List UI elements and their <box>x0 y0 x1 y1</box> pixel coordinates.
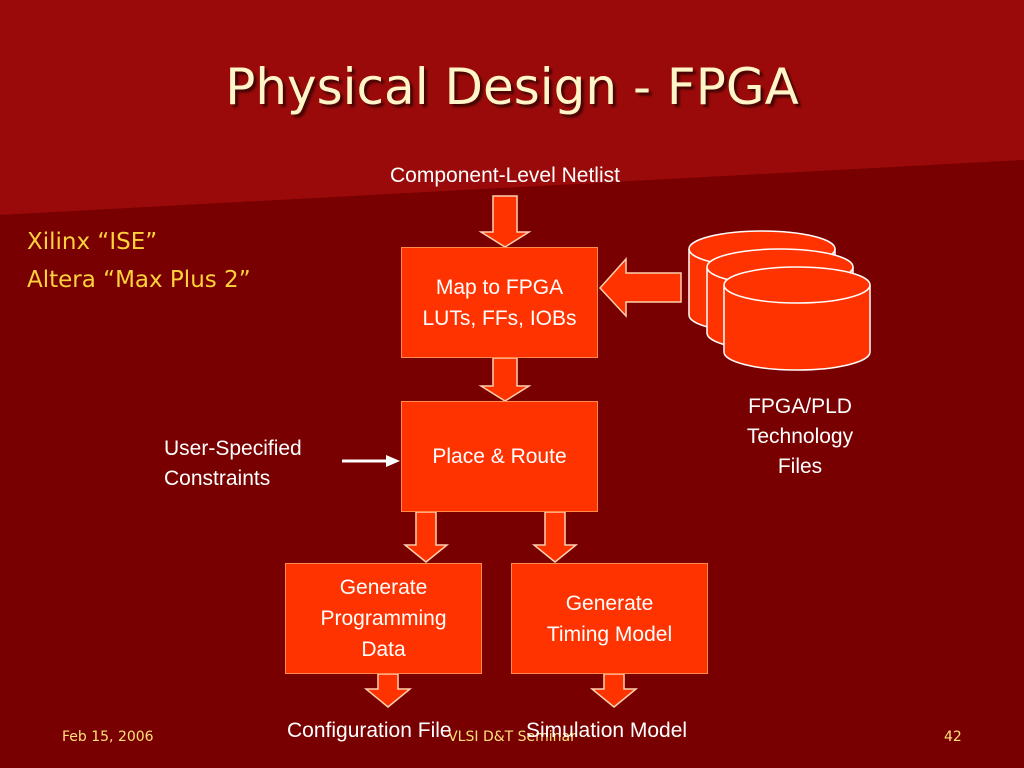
constraints-line-2: Constraints <box>164 467 271 490</box>
gen-prog-line-1: Generate <box>339 576 428 599</box>
tool-xilinx: Xilinx “ISE” <box>27 229 158 255</box>
simulation-model-label: Simulation Model <box>526 719 688 742</box>
arrow-place-to-program <box>402 511 450 563</box>
arrow-constraints <box>342 455 400 467</box>
arrow-netlist-to-map <box>478 195 532 248</box>
netlist-label: Component-Level Netlist <box>390 164 620 187</box>
gen-prog-line-3: Data <box>361 638 406 661</box>
place-route-box: Place & Route <box>401 401 598 512</box>
tool-altera: Altera “Max Plus 2” <box>27 267 251 293</box>
background-wedge <box>0 0 1024 215</box>
gen-timing-line-2: Timing Model <box>546 622 673 646</box>
generate-timing-box: Generate Timing Model <box>511 563 708 674</box>
constraints-line-1: User-Specified <box>164 437 302 460</box>
arrow-files-to-map <box>598 257 682 318</box>
tech-files-line-1: FPGA/PLD <box>748 395 852 418</box>
map-box-line-2: LUTs, FFs, IOBs <box>422 306 577 330</box>
cylinder-front-body <box>723 285 871 371</box>
config-file-label: Configuration File <box>287 719 452 742</box>
map-to-fpga-box: Map to FPGA LUTs, FFs, IOBs <box>401 247 598 358</box>
tool-list: Xilinx “ISE” Altera “Max Plus 2” <box>27 223 251 299</box>
generate-programming-box: Generate Programming Data <box>285 563 482 674</box>
cylinder-front-top <box>723 266 871 304</box>
gen-prog-line-2: Programming <box>320 607 447 630</box>
map-box-line-1: Map to FPGA <box>435 275 564 299</box>
database-icon <box>688 230 871 371</box>
arrow-map-to-place <box>478 357 532 402</box>
tech-files-line-3: Files <box>777 455 823 478</box>
tech-files-label: FPGA/PLD Technology Files <box>720 392 880 482</box>
footer-title: VLSI D&T Seminar <box>448 729 576 745</box>
place-route-label: Place & Route <box>432 445 567 468</box>
arrow-to-simulation-model <box>589 673 639 708</box>
slide-title: Physical Design - FPGA <box>225 58 799 116</box>
tech-files-line-2: Technology <box>746 425 854 448</box>
footer-date: Feb 15, 2006 <box>62 729 154 745</box>
gen-timing-line-1: Generate <box>565 591 654 615</box>
arrow-place-to-timing <box>531 511 579 563</box>
arrow-to-config-file <box>363 673 413 708</box>
constraints-label: User-Specified Constraints <box>164 434 302 494</box>
footer-page-number: 42 <box>944 729 962 745</box>
